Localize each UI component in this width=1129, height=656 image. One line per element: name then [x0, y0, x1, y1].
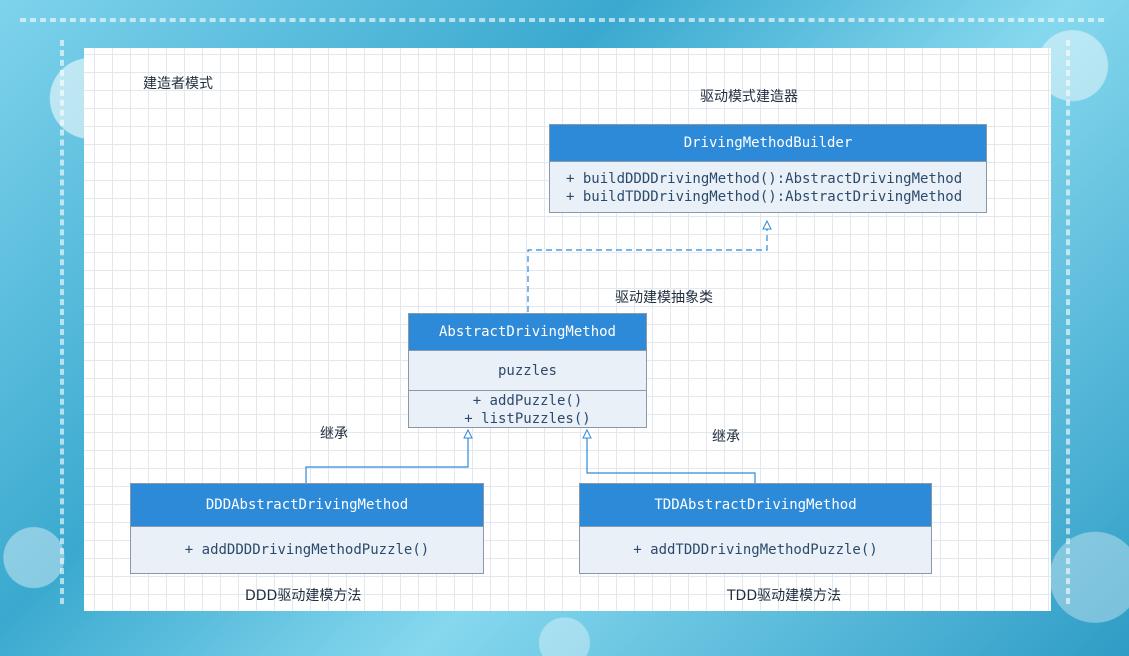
- method-row: + addTDDDrivingMethodPuzzle(): [633, 542, 878, 558]
- class-name: AbstractDrivingMethod: [409, 314, 646, 350]
- inheritance-ddd-to-abstract: [305, 430, 468, 483]
- inherit-right-label: 继承: [712, 429, 740, 445]
- methods-section: + addTDDDrivingMethodPuzzle(): [580, 526, 931, 573]
- class-abstract-driving-method[interactable]: AbstractDrivingMethod puzzles + addPuzzl…: [408, 313, 647, 428]
- method-row: + buildTDDDrivingMethod():AbstractDrivin…: [566, 189, 963, 205]
- diagram-title: 建造者模式: [143, 76, 213, 92]
- class-name: TDDAbstractDrivingMethod: [580, 484, 931, 526]
- class-name: DrivingMethodBuilder: [550, 125, 986, 161]
- background-dash-left: [60, 40, 64, 604]
- tdd-note: TDD驱动建模方法: [727, 588, 842, 604]
- method-row: + addDDDDrivingMethodPuzzle(): [184, 542, 430, 558]
- inheritance-tdd-to-abstract: [587, 430, 756, 483]
- methods-section: + buildDDDDrivingMethod():AbstractDrivin…: [550, 161, 986, 212]
- methods-section: + addPuzzle() + listPuzzles(): [409, 390, 646, 428]
- method-row: + buildDDDDrivingMethod():AbstractDrivin…: [566, 171, 963, 187]
- attributes-section: puzzles: [409, 350, 646, 390]
- inherit-left-label: 继承: [320, 426, 348, 442]
- method-row: + listPuzzles(): [464, 411, 591, 427]
- class-driving-method-builder[interactable]: DrivingMethodBuilder + buildDDDDrivingMe…: [549, 124, 987, 213]
- methods-section: + addDDDDrivingMethodPuzzle(): [131, 526, 483, 573]
- builder-note: 驱动模式建造器: [700, 89, 798, 105]
- ddd-note: DDD驱动建模方法: [245, 588, 362, 604]
- background-dash-right: [1066, 40, 1070, 604]
- class-tdd-abstract-driving-method[interactable]: TDDAbstractDrivingMethod + addTDDDriving…: [579, 483, 932, 574]
- abstract-note: 驱动建模抽象类: [615, 290, 713, 306]
- background-dash-top: [20, 18, 1104, 22]
- dependency-abstract-to-builder: [527, 221, 767, 312]
- class-ddd-abstract-driving-method[interactable]: DDDAbstractDrivingMethod + addDDDDriving…: [130, 483, 484, 574]
- attribute-row: puzzles: [497, 362, 557, 379]
- method-row: + addPuzzle(): [472, 393, 583, 409]
- class-name: DDDAbstractDrivingMethod: [131, 484, 483, 526]
